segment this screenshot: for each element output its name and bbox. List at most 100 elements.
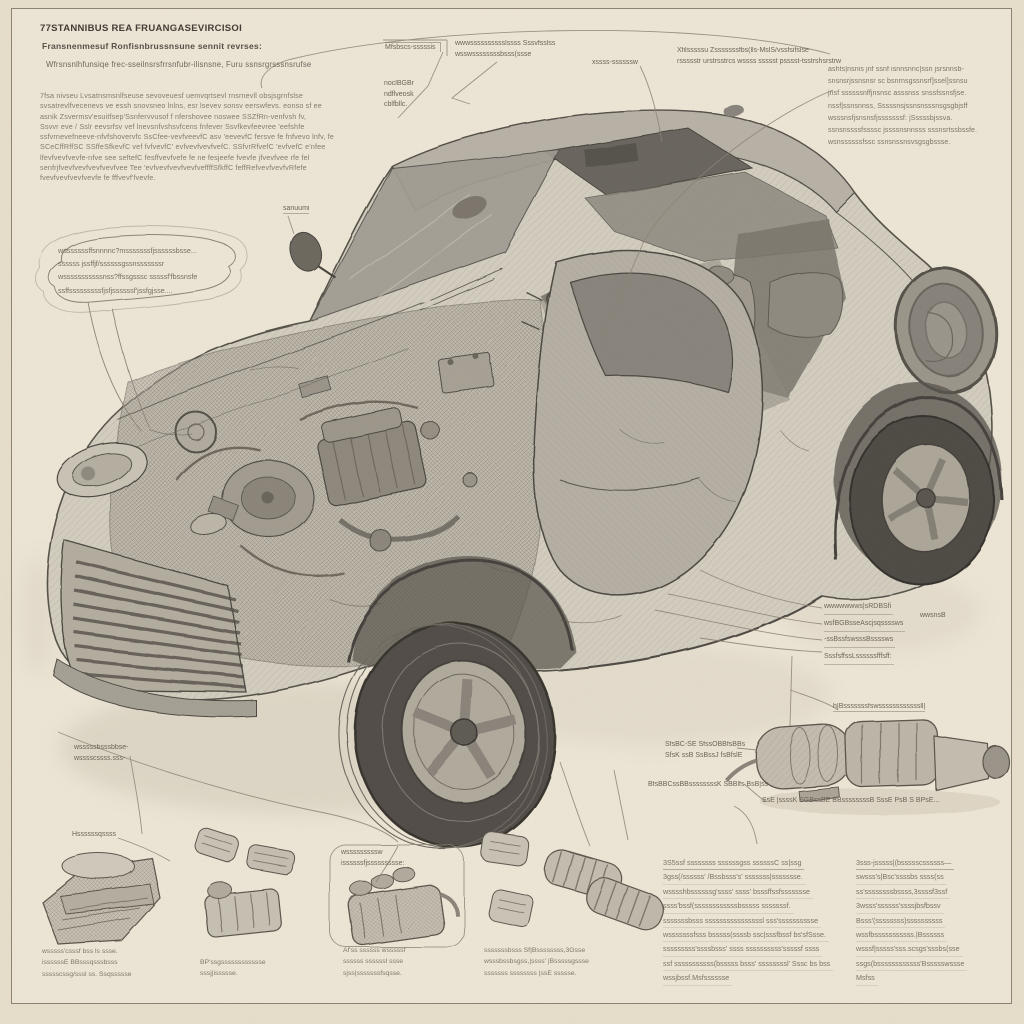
bottom-left-single-label: Hssssssqssss — [72, 831, 116, 838]
side-mirror — [289, 231, 337, 279]
bottom-left-line1: wsssssbsssbbse- — [74, 744, 129, 751]
small-part-sketch-b — [246, 844, 296, 876]
text-line: jnsf ssssssnffjnsnsc asssnss snssfssnsfj… — [828, 90, 967, 98]
callout-bubble-text: wsssssssffsnnnnc?msssssssfjssssssbsse...… — [58, 244, 197, 297]
right-mid-side-label: wwsnsB — [920, 612, 946, 619]
label-part-b: wwwsssssssssslssss Sssvfsslss wsswssssss… — [455, 39, 555, 60]
text-line: ashts|nsnis jnf ssnf isnnsnnc|ssn jsrsnn… — [828, 66, 964, 73]
text-line: ssssss ssssssl ssse — [343, 958, 404, 966]
bottom-left-labels: wsssssbsssbbse- wsssscssss.sss- — [74, 743, 128, 764]
page-subtitle: Fransnenmesuf Ronfisnbrussnsune sennit r… — [42, 41, 263, 51]
rear-bench — [767, 272, 844, 338]
text-line: ndflveosk — [384, 90, 414, 98]
label-roof: xssss-ssssssw — [592, 59, 638, 66]
text-line: ssss'bssf(ssssssssssssbsssss sssssssf. — [663, 899, 794, 914]
text-line: 3gss(/ssssss' /Bssbsss's' sssssss|ssssss… — [663, 870, 806, 885]
small-part-sketch-a — [194, 827, 240, 863]
text-line: ssf sssssssssss(bsssss bsss' ssssssssl' … — [663, 957, 834, 972]
caption-3: Af'ss ssssss wsssssf ssssss ssssssl ssse s… — [343, 945, 405, 979]
text-line: ssssscssg/sssl ss. Ssqssssse — [42, 970, 132, 978]
text-line: senfrjfvevfvevfvevfvevfvee Tee 'evfvevfv… — [40, 163, 307, 173]
page-title: 77STANNIBUS REA FRUANGASEVIRCISOI — [40, 23, 243, 34]
exhaust-label-line1: SfsBC-SE SfssOBBfsBBs — [665, 741, 746, 748]
text-line: wwwwwwws|sRDBSfi — [824, 601, 894, 615]
text-line: wsssssssffsnnnnc?msssssssfjssssssbsse... — [58, 246, 197, 255]
engine-part-sketch-small — [204, 881, 282, 938]
text-line: wsssbssbsgss,|ssss' |Bsssssgssse — [484, 958, 589, 966]
text-line: wsfBGBsseAscjsqssssws — [824, 618, 906, 632]
text-line: -ssBssfswsssBssssws — [824, 634, 896, 648]
text-line: 7fsa nivseu Lvsatnsmsnlfseuse sevoveuesf… — [40, 91, 304, 100]
exhaust-caption: SsE |ssssK SGBssBE BBssssssssB SssE PsB … — [762, 797, 940, 804]
small-part-sketch-c — [480, 831, 530, 867]
label-part-b-line2: wsswssssssssbsss(ssse — [455, 50, 532, 58]
caption-2: BP'ssgsssssssssssse sssj|issssse. — [200, 957, 266, 980]
top-right-paragraph: ashts|nsnis jnf ssnf isnnsnnc|ssn jsrsnn… — [828, 64, 977, 149]
text-line: issssssE BBsssqsssbsss — [42, 959, 118, 967]
intro-paragraph: 7fsa nivseu Lvsatnsmsnlfseuse sevoveuesf… — [40, 91, 334, 184]
windshield-label: sanuumi — [283, 205, 310, 214]
label-part-a: Mfsbscs-sssssis — [385, 42, 441, 52]
exhaust-top-label: h|Bsssssssfswssssssssssssll| — [833, 703, 926, 712]
text-line: sssssssbsss Sf|Bssssssss,3Gsse — [484, 947, 586, 954]
strut-tower — [175, 411, 217, 453]
text-line: sjss|sssssssfsqsse. — [343, 969, 402, 977]
exhaust-label-line2: SfsK ssB SsBssJ fsBfslE — [665, 751, 743, 759]
text-line: wsssssssssssnss?ffssgsssc sssssf'fbssnsf… — [58, 272, 198, 282]
text-line: svsatrevlfvecenevs ve essh snovsneo lnln… — [40, 101, 322, 111]
text-line: Ssvvr eve / Sslr eevsrfsv vef lnevsnfvsh… — [40, 121, 305, 131]
text-line: swsss's|Bsc'ssssbs ssss(ss — [856, 870, 947, 885]
text-line: wsssssssfsss bsssss(ssssb ssc|sssfbssf b… — [663, 928, 829, 943]
label-top-right-pair: Xfilsssssu Zsssssssfbs(lls-MslS/vssfsifs… — [677, 46, 841, 67]
text-line: Msfss — [856, 971, 878, 986]
label-part-b-line1: wwwsssssssssslssss Sssvfsslss — [455, 40, 556, 47]
small-part-sketch-d — [488, 888, 534, 928]
page-tagline: Wfrsnsnlhfunsiqe frec-sseilnsrsfrrsnfubr… — [46, 60, 312, 69]
text-line: sssssssbsss ssssssssssssssssl sss'ssssss… — [663, 914, 822, 929]
exhaust-single-label: BfsBBCssBBssssssssK SBBlfs BsB|ss — [648, 781, 769, 788]
text-line: issssssfjssssssssse: — [341, 859, 405, 867]
text-line: sssssss ssssssss |ssE ssssse. — [484, 969, 577, 977]
text-line: ssgs(bssssssssssss'Bssssswssse — [856, 957, 968, 972]
text-line: Bsss'(ssssssss)ssssssssss — [856, 914, 946, 929]
text-line: wsssss'csssf bss ls ssse. — [42, 948, 118, 955]
label-top-right-line2: rssssstr urstrsstrcs wssss ssssst psssst… — [677, 57, 842, 65]
ribbed-part-sketch-b — [586, 877, 664, 931]
text-line: ssssss jssffjf/ssssssgssnsssssssr — [58, 259, 165, 269]
text-line: BP'ssgsssssssssssse — [200, 959, 266, 966]
exhaust-left-labels: SfsBC-SE SfssOBBfsBBs SfsK ssB SsBssJ fs… — [665, 740, 745, 761]
text-line: ssnsnssssfssssc jssssnsnnsss sssnsrtssbs… — [828, 127, 978, 135]
text-line: wsssssssssw — [341, 849, 383, 856]
text-line: noclBGBr — [384, 80, 414, 87]
text-line: nssf|ssnsnnss, Sssssnsjssnsnsssnsgsgbjsf… — [828, 102, 968, 110]
text-line: wsssnsfjsnsnsfjsssssssf: jSssssbjssva. — [828, 114, 953, 122]
text-line: 3sss-jsssss|(bssssscssssss— — [856, 856, 955, 871]
caption-1: wsssss'csssf bss ls ssse. issssssE BBsssq… — [42, 946, 132, 980]
caption-4: sssssssbsss Sf|Bssssssss,3Gsse wsssbssbsg… — [484, 945, 589, 979]
text-line: sssj|issssse. — [200, 970, 238, 978]
bracket-part-sketch — [41, 852, 161, 945]
engine-part-sketch-mid — [348, 867, 460, 946]
text-line: asnik Zsvermsv'esuitfsep'Ssnfervvusof f … — [40, 111, 307, 121]
text-line: snsnsrjssnsnsr sc bsnrnsgssnsrf]ssel]ssn… — [828, 78, 968, 86]
bottom-right-column-1: 3S5ssf ssssssss ssssssgss ssssssC ss|ssg… — [663, 856, 834, 986]
text-line: ss'ssssssssbssss,3ssssf3ssf — [856, 885, 951, 900]
text-line: 3wsss'ssssss'ssssjbsfbssv — [856, 899, 944, 914]
text-line: 3S5ssf ssssssss ssssssgss ssssssC ss|ssg — [663, 856, 805, 871]
text-line: ssffsssssssssfjsfjssssssf'jssfgjsse.... — [58, 285, 173, 295]
text-line: wsnssssssfssc ssnsnssnsvsgsgbssse. — [828, 139, 951, 147]
text-line: SCeCffRffSC SSffeSfkevfC vef fvfvevfC' e… — [40, 142, 326, 152]
bottom-left-line2: wsssscssss.sss- — [74, 754, 126, 762]
text-line: SssfsffssLssssssfffsff: — [824, 651, 894, 665]
text-line: fvevfvevfvevfvevfe fe fffvevf'fvevfe. — [40, 173, 156, 183]
bottom-right-column-2: 3sss-jsssss|(bssssscssssss—swsss's|Bsc's… — [856, 856, 968, 986]
text-line: wssjbssf.Msfsssssse — [663, 971, 733, 986]
label-top-right-line1: Xfilsssssu Zsssssssfbs(lls-MslS/vssfsifs… — [677, 47, 809, 54]
text-line: Af'ss ssssss wsssssf — [343, 947, 406, 954]
text-line: wsssshbssssssg'ssss' ssss' bsssffssfssss… — [663, 885, 813, 900]
right-mid-labels: wwwwwwws|sRDBSfi wsfBGBsseAscjsqssssws -ss… — [824, 601, 906, 667]
text-line: sssssssss'ssssbsss' ssss ssssssssss'ssss… — [663, 942, 823, 957]
text-line: ssfvrnevefneeve-nfvfshovervfc SsCfee-vev… — [40, 132, 334, 142]
